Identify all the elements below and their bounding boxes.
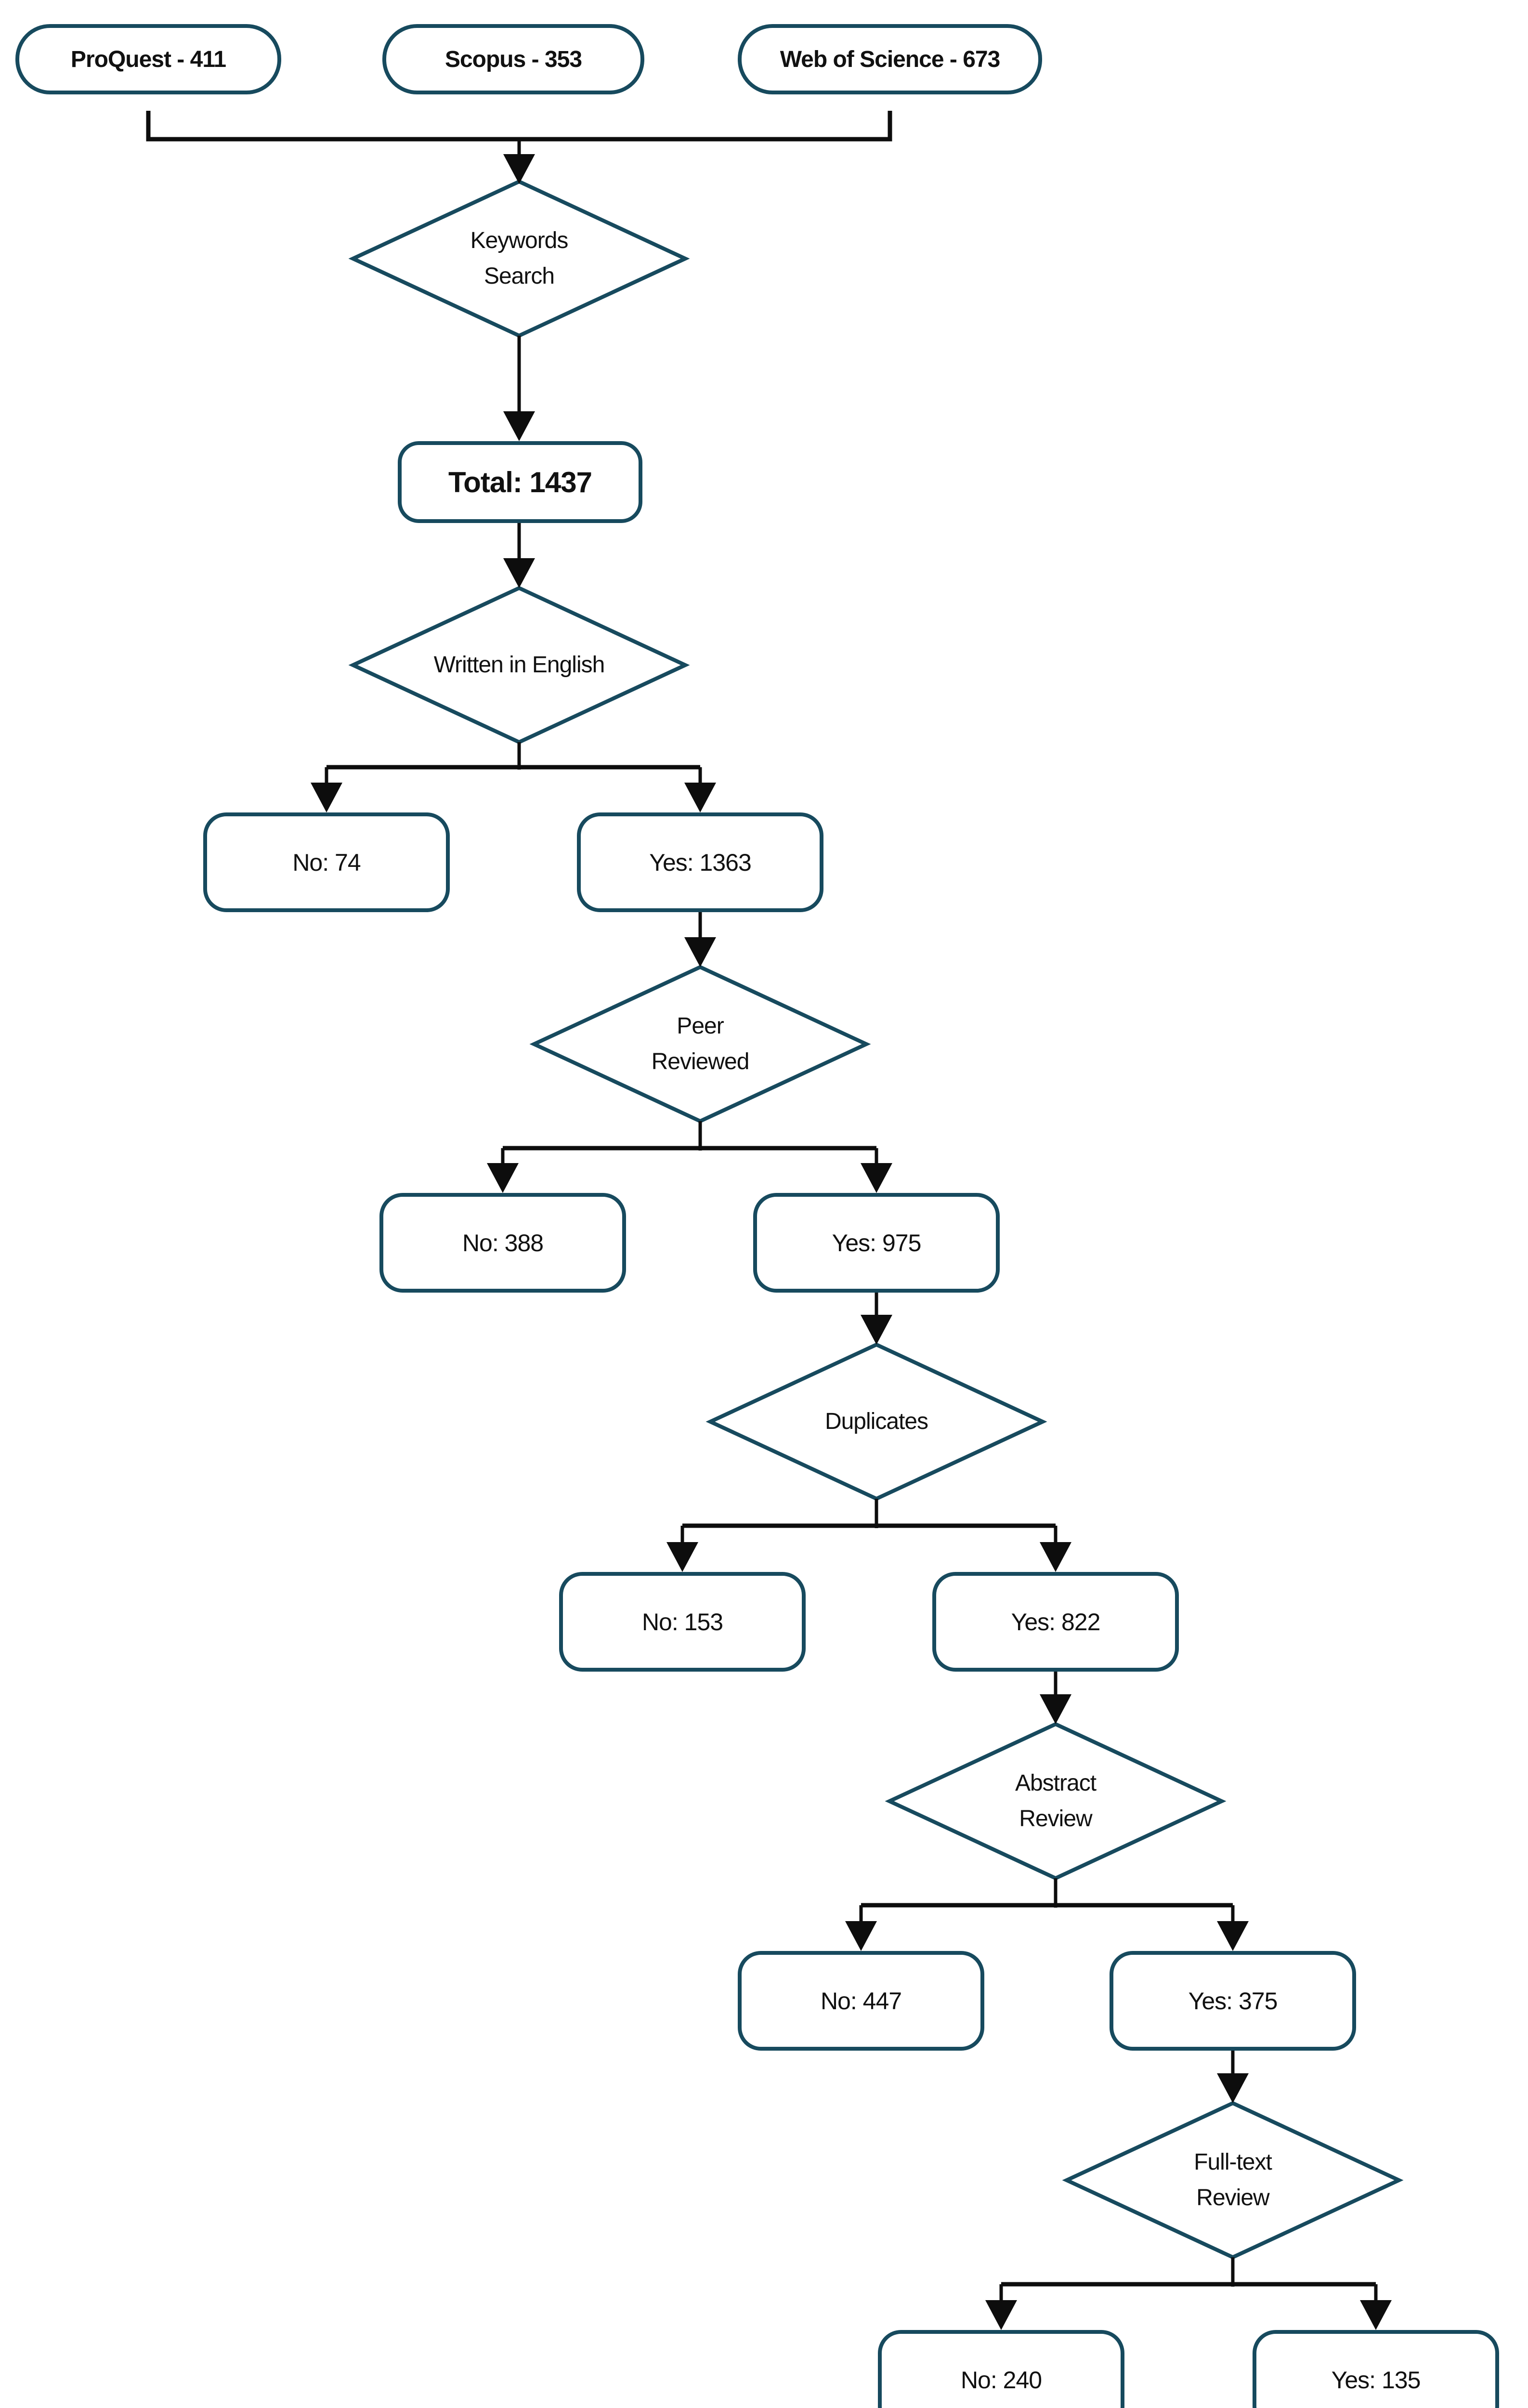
total-box-label: Total: 1437 <box>448 466 592 498</box>
decision-abstract-line1: Abstract <box>1015 1770 1097 1796</box>
yes-box-duplicates: Yes: 822 <box>932 1572 1179 1672</box>
no-box-full-text-review-label: No: 240 <box>960 2366 1042 2394</box>
decision-label-peer-reviewed: Peer Reviewed <box>556 972 845 1116</box>
decision-duplicates-line1: Duplicates <box>824 1408 928 1434</box>
decision-label-full-text-review: Full-text Review <box>1088 2108 1377 2252</box>
decision-keywords-line2: Search <box>483 263 555 289</box>
decision-keywords-line1: Keywords <box>470 227 569 253</box>
yes-box-written-in-english-label: Yes: 1363 <box>649 849 752 876</box>
no-box-duplicates-label: No: 153 <box>641 1608 723 1636</box>
decision-peer-line1: Peer <box>677 1013 724 1039</box>
decision-fulltext-line2: Review <box>1196 2185 1269 2211</box>
no-box-peer-reviewed: No: 388 <box>379 1193 626 1293</box>
decision-label-written-in-english: Written in English <box>375 593 664 737</box>
yes-box-abstract-review: Yes: 375 <box>1110 1951 1356 2051</box>
source-box-scopus-label: Scopus - 353 <box>444 46 582 72</box>
source-box-scopus: Scopus - 353 <box>382 24 644 94</box>
decision-written-line1: Written in English <box>433 652 605 678</box>
source-box-proquest: ProQuest - 411 <box>15 24 281 94</box>
decision-peer-line2: Reviewed <box>651 1049 750 1074</box>
source-box-web-of-science: Web of Science - 673 <box>738 24 1042 94</box>
no-box-written-in-english-label: No: 74 <box>292 849 361 876</box>
yes-box-abstract-review-label: Yes: 375 <box>1188 1987 1278 2015</box>
decision-diamond-outlines <box>348 179 1404 2260</box>
decision-label-abstract-review: Abstract Review <box>911 1729 1200 1873</box>
no-box-written-in-english: No: 74 <box>203 812 450 912</box>
yes-box-written-in-english: Yes: 1363 <box>577 812 823 912</box>
no-box-abstract-review: No: 447 <box>738 1951 984 2051</box>
no-box-abstract-review-label: No: 447 <box>820 1987 902 2015</box>
no-box-peer-reviewed-label: No: 388 <box>462 1229 544 1256</box>
decision-label-duplicates: Duplicates <box>732 1349 1021 1494</box>
no-box-duplicates: No: 153 <box>559 1572 806 1672</box>
decision-fulltext-line1: Full-text <box>1194 2149 1272 2175</box>
yes-box-peer-reviewed: Yes: 975 <box>753 1193 1000 1293</box>
yes-box-full-text-review: Yes: 135 <box>1253 2330 1499 2408</box>
yes-box-duplicates-label: Yes: 822 <box>1011 1608 1101 1636</box>
arrowheads <box>311 154 1392 2330</box>
decision-label-keywords-search: Keywords Search <box>375 186 664 331</box>
source-box-web-of-science-label: Web of Science - 673 <box>780 46 1001 72</box>
total-box: Total: 1437 <box>398 441 642 523</box>
decision-abstract-line2: Review <box>1019 1806 1092 1832</box>
source-box-proquest-label: ProQuest - 411 <box>70 46 226 72</box>
yes-box-full-text-review-label: Yes: 135 <box>1331 2366 1421 2394</box>
no-box-full-text-review: No: 240 <box>878 2330 1124 2408</box>
yes-box-peer-reviewed-label: Yes: 975 <box>832 1229 922 1256</box>
